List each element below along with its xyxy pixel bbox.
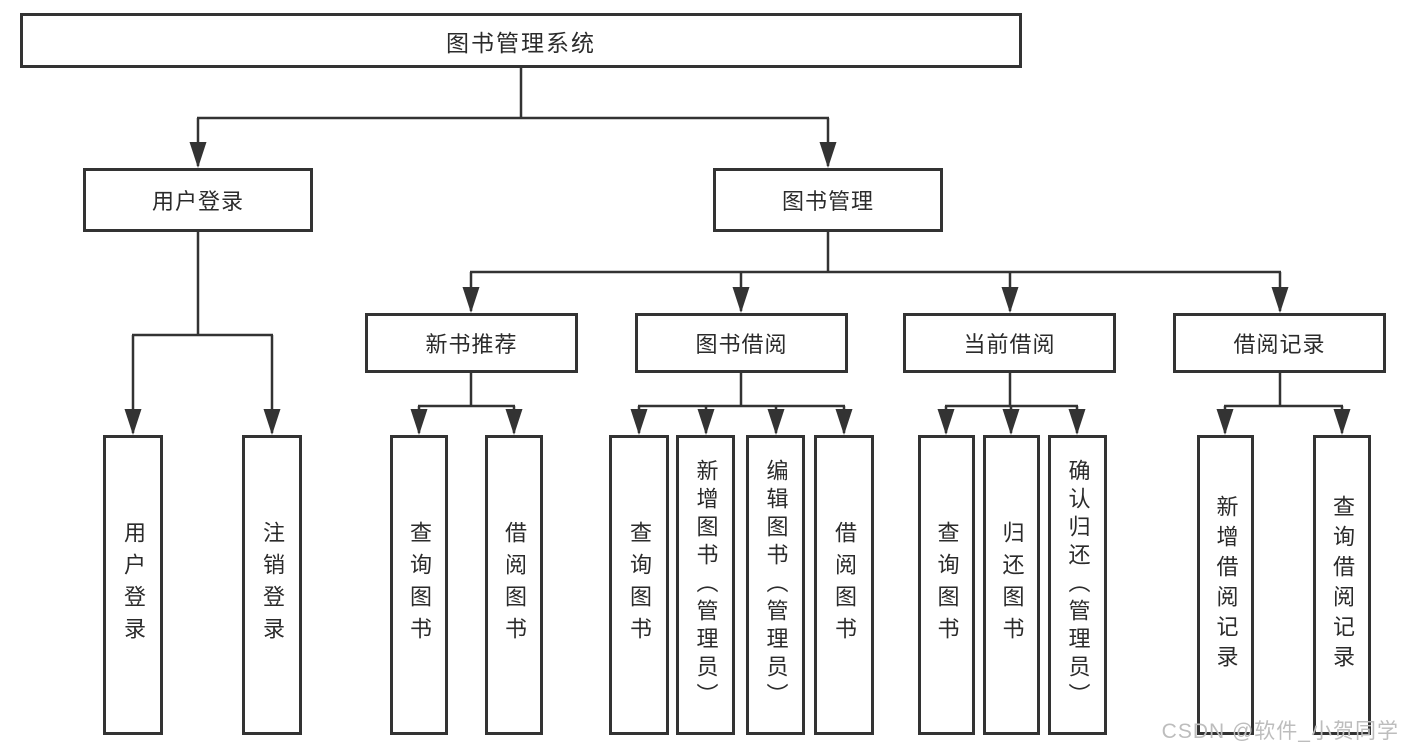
node-user-login: 用户登录	[83, 168, 313, 232]
node-current-borrowing: 当前借阅	[903, 313, 1116, 373]
node-borrowing-records: 借阅记录	[1173, 313, 1386, 373]
leaf-query-books-new-label: 查询图书	[407, 521, 432, 649]
leaf-borrow-books-new: 借阅图书	[485, 435, 543, 735]
leaf-edit-books-admin-label: 编辑图书（管理员）	[763, 459, 789, 711]
leaf-add-borrow-record-label: 新增借阅记录	[1213, 495, 1239, 675]
leaf-borrow-books-borrowing-label: 借阅图书	[832, 521, 857, 649]
leaf-query-books-new: 查询图书	[390, 435, 448, 735]
node-book-management-label: 图书管理	[781, 189, 874, 214]
node-current-borrowing-label: 当前借阅	[963, 332, 1056, 357]
node-borrowing-records-label: 借阅记录	[1233, 332, 1326, 357]
leaf-query-books-borrowing-label: 查询图书	[627, 521, 652, 649]
leaf-query-borrow-record-label: 查询借阅记录	[1330, 495, 1355, 675]
leaf-add-books-admin: 新增图书（管理员）	[676, 435, 735, 735]
csdn-watermark: CSDN @软件_小贺同学	[1161, 720, 1399, 743]
leaf-add-borrow-record: 新增借阅记录	[1197, 435, 1254, 735]
leaf-confirm-return-admin-label: 确认归还（管理员）	[1065, 459, 1091, 711]
leaf-logout: 注销登录	[242, 435, 302, 735]
leaf-query-books-current: 查询图书	[918, 435, 975, 735]
leaf-query-books-current-label: 查询图书	[934, 521, 960, 649]
leaf-add-books-admin-label: 新增图书（管理员）	[693, 459, 719, 711]
leaf-query-borrow-record: 查询借阅记录	[1313, 435, 1371, 735]
leaf-confirm-return-admin: 确认归还（管理员）	[1048, 435, 1107, 735]
leaf-borrow-books-borrowing: 借阅图书	[814, 435, 874, 735]
leaf-user-login: 用户登录	[103, 435, 163, 735]
leaf-borrow-books-new-label: 借阅图书	[502, 521, 527, 649]
node-root-library-system: 图书管理系统	[20, 13, 1022, 68]
node-new-book-recommend: 新书推荐	[365, 313, 578, 373]
leaf-logout-label: 注销登录	[260, 521, 285, 649]
leaf-edit-books-admin: 编辑图书（管理员）	[746, 435, 805, 735]
node-new-book-recommend-label: 新书推荐	[425, 332, 518, 357]
node-user-login-label: 用户登录	[151, 189, 244, 214]
node-book-management: 图书管理	[713, 168, 943, 232]
leaf-return-books: 归还图书	[983, 435, 1040, 735]
leaf-user-login-label: 用户登录	[121, 521, 146, 649]
node-root-label: 图书管理系统	[446, 29, 596, 56]
node-book-borrowing-label: 图书借阅	[695, 332, 788, 357]
node-book-borrowing: 图书借阅	[635, 313, 848, 373]
leaf-return-books-label: 归还图书	[999, 521, 1025, 649]
leaf-query-books-borrowing: 查询图书	[609, 435, 669, 735]
